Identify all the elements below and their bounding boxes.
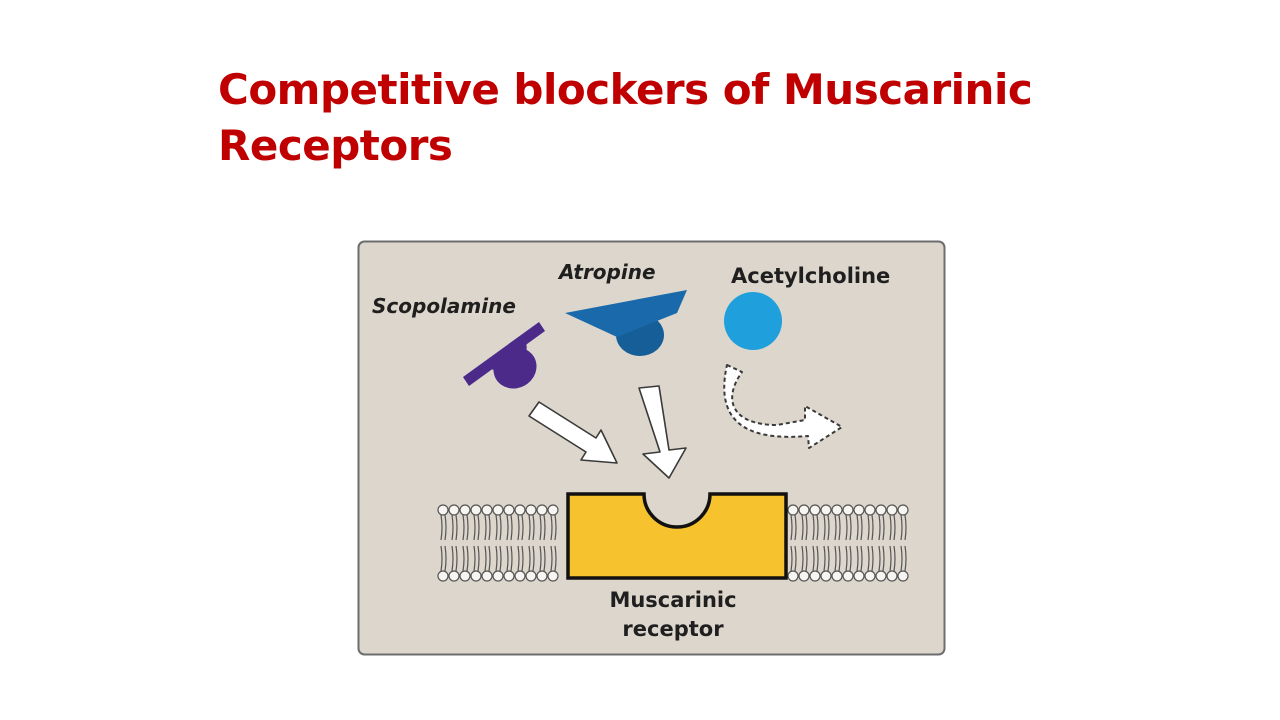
atropine-label: Atropine [557, 260, 656, 284]
phospholipid [514, 545, 526, 582]
phospholipid [798, 504, 810, 541]
phospholipid [514, 504, 526, 541]
phospholipid [831, 545, 843, 582]
phospholipid [448, 504, 460, 541]
cell-membrane-left [437, 504, 559, 582]
phospholipid [875, 545, 887, 582]
title-line-1: Competitive blockers of Muscarinic [218, 65, 1033, 114]
phospholipid [842, 504, 854, 541]
phospholipid [503, 504, 515, 541]
phospholipid [492, 545, 504, 582]
phospholipid [853, 545, 865, 582]
phospholipid [547, 545, 559, 582]
phospholipid [809, 504, 821, 541]
phospholipid [481, 504, 493, 541]
phospholipid [897, 545, 909, 582]
phospholipid [459, 504, 471, 541]
phospholipid [787, 545, 799, 582]
slide-title: Competitive blockers of Muscarinic Recep… [218, 62, 1078, 174]
receptor-label-line2: receptor [622, 617, 724, 641]
cell-membrane-right [787, 504, 909, 582]
phospholipid [525, 504, 537, 541]
diagram-canvas: Scopolamine Atropine Acetylcholine Musca… [357, 240, 946, 656]
phospholipid [536, 545, 548, 582]
phospholipid [470, 545, 482, 582]
phospholipid [448, 545, 460, 582]
muscarinic-receptor-shape [566, 492, 788, 580]
phospholipid [536, 504, 548, 541]
phospholipid [459, 545, 471, 582]
phospholipid [886, 545, 898, 582]
phospholipid [864, 504, 876, 541]
diagram-panel [357, 240, 946, 656]
phospholipid [842, 545, 854, 582]
phospholipid [831, 504, 843, 541]
scopolamine-binding-arrow [528, 401, 618, 464]
phospholipid [864, 545, 876, 582]
phospholipid [820, 545, 832, 582]
atropine-molecule [565, 290, 687, 356]
phospholipid [853, 504, 865, 541]
phospholipid [492, 504, 504, 541]
phospholipid [787, 504, 799, 541]
phospholipid [437, 545, 449, 582]
phospholipid [437, 504, 449, 541]
phospholipid [503, 545, 515, 582]
phospholipid [875, 504, 887, 541]
phospholipid [525, 545, 537, 582]
scopolamine-label: Scopolamine [372, 294, 516, 318]
acetylcholine-label: Acetylcholine [731, 264, 890, 288]
phospholipid [897, 504, 909, 541]
phospholipid [481, 545, 493, 582]
phospholipid [809, 545, 821, 582]
receptor-diagram: Scopolamine Atropine Acetylcholine Musca… [357, 240, 946, 656]
phospholipid [470, 504, 482, 541]
title-line-2: Receptors [218, 121, 453, 170]
atropine-binding-arrow [638, 385, 687, 479]
phospholipid [798, 545, 810, 582]
phospholipid [547, 504, 559, 541]
scopolamine-molecule [463, 322, 545, 389]
phospholipid [886, 504, 898, 541]
phospholipid [820, 504, 832, 541]
acetylcholine-molecule [724, 292, 782, 350]
receptor-label-line1: Muscarinic [609, 588, 736, 612]
acetylcholine-blocked-arrow [723, 364, 843, 449]
